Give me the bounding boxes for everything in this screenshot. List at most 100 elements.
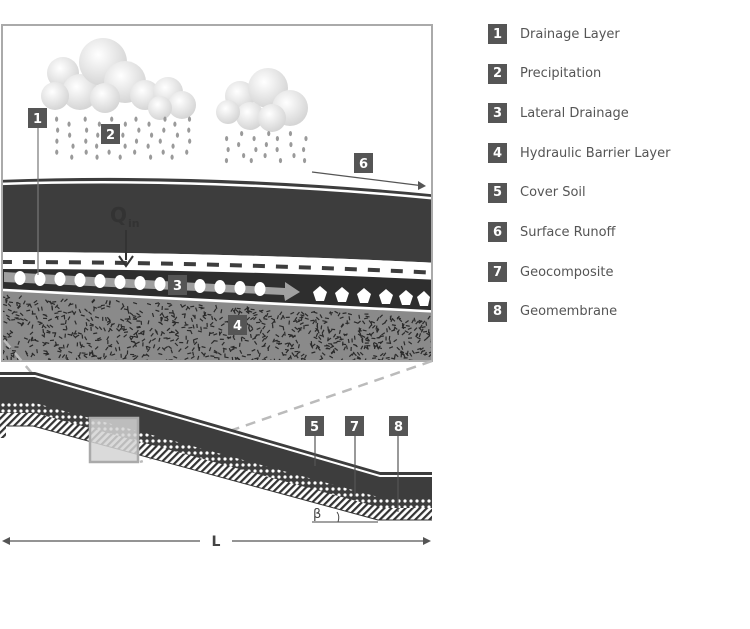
legend-item-cover-soil: 5 Cover Soil	[488, 182, 738, 203]
rain-drop	[288, 130, 293, 137]
texture-mark	[195, 307, 198, 312]
texture-mark	[146, 345, 151, 349]
texture-mark	[97, 306, 102, 309]
texture-mark	[145, 353, 150, 357]
texture-mark	[248, 310, 253, 313]
texture-mark	[31, 324, 34, 329]
texture-mark	[262, 314, 267, 319]
rain-drop	[275, 146, 279, 153]
texture-mark	[181, 326, 186, 329]
texture-mark	[315, 332, 319, 338]
texture-mark	[152, 344, 156, 349]
texture-mark	[54, 315, 59, 319]
rain-drop	[123, 143, 127, 149]
texture-mark	[74, 320, 77, 325]
texture-mark	[248, 324, 251, 329]
texture-mark	[197, 355, 200, 360]
texture-mark	[327, 337, 329, 342]
texture-mark	[215, 304, 218, 309]
slope-cover-soil	[0, 372, 432, 505]
texture-mark	[361, 335, 366, 338]
texture-mark	[415, 332, 419, 337]
rain-drop	[240, 130, 244, 137]
texture-mark	[29, 331, 34, 336]
texture-mark	[343, 333, 348, 337]
rain-drop	[302, 157, 307, 164]
texture-mark	[158, 352, 163, 356]
texture-mark	[38, 322, 43, 326]
texture-mark	[18, 295, 23, 300]
texture-mark	[315, 319, 317, 324]
texture-mark	[413, 327, 418, 331]
texture-mark	[321, 329, 325, 334]
texture-mark	[6, 332, 11, 337]
texture-mark	[111, 353, 116, 356]
callout-3	[168, 275, 187, 295]
texture-mark	[423, 337, 428, 342]
texture-mark	[276, 315, 280, 320]
texture-mark	[191, 347, 195, 352]
texture-mark	[134, 355, 139, 360]
texture-mark	[66, 358, 69, 361]
texture-mark	[208, 347, 212, 352]
texture-mark	[2, 335, 7, 338]
texture-mark	[106, 336, 110, 341]
texture-mark	[166, 337, 171, 340]
texture-mark	[20, 322, 25, 327]
texture-mark	[94, 325, 99, 330]
texture-mark	[291, 328, 296, 333]
texture-mark	[251, 348, 256, 352]
texture-mark	[61, 354, 66, 358]
texture-mark	[106, 305, 111, 308]
texture-mark	[375, 327, 379, 332]
texture-mark	[236, 307, 241, 310]
texture-mark	[261, 337, 266, 342]
texture-mark	[197, 330, 202, 333]
cover-soil-layer	[2, 177, 432, 263]
texture-mark	[249, 328, 254, 333]
texture-mark	[135, 341, 140, 345]
texture-mark	[105, 346, 109, 351]
texture-mark	[267, 345, 271, 350]
texture-mark	[17, 321, 22, 325]
texture-mark	[241, 336, 246, 340]
rain-drop	[188, 138, 192, 144]
texture-mark	[80, 314, 85, 317]
rain-drop	[146, 143, 150, 149]
texture-mark	[190, 305, 195, 308]
texture-mark	[170, 349, 173, 354]
texture-mark	[105, 316, 107, 322]
texture-mark	[164, 315, 169, 319]
texture-mark	[155, 330, 159, 335]
texture-mark	[93, 354, 98, 357]
legend-number: 2	[488, 63, 507, 84]
texture-mark	[281, 333, 285, 338]
legend-number: 3	[488, 103, 507, 124]
texture-mark	[132, 314, 137, 318]
texture-mark	[158, 321, 163, 325]
texture-mark	[148, 339, 152, 344]
texture-mark	[91, 299, 96, 304]
texture-mark	[157, 302, 161, 308]
rain-drop	[134, 116, 138, 122]
legend-number: 4	[488, 143, 507, 164]
texture-mark	[297, 344, 300, 349]
texture-mark	[222, 333, 227, 337]
texture-mark	[188, 326, 193, 329]
texture-mark	[83, 353, 88, 356]
texture-mark	[69, 303, 74, 306]
texture-mark	[70, 331, 74, 337]
texture-mark	[116, 327, 120, 332]
texture-mark	[408, 331, 412, 336]
texture-mark	[246, 308, 250, 313]
texture-mark	[373, 355, 378, 358]
surface-runoff-arrow	[311, 171, 425, 187]
texture-mark	[61, 314, 66, 318]
texture-mark	[254, 334, 258, 339]
texture-mark	[418, 327, 422, 331]
texture-mark	[74, 304, 77, 309]
texture-mark	[141, 353, 145, 358]
texture-mark	[224, 320, 229, 323]
texture-mark	[267, 315, 272, 318]
texture-mark	[120, 306, 124, 311]
